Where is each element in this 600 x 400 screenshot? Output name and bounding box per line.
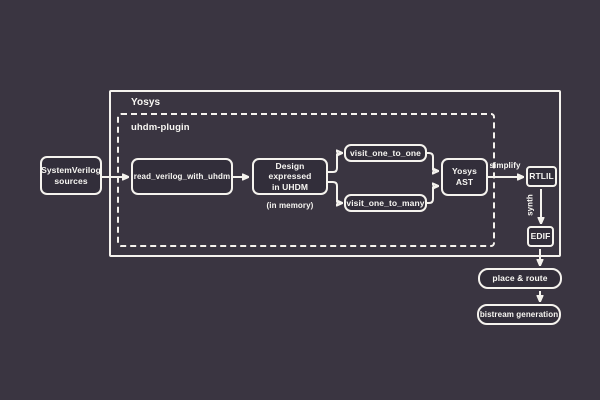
yosys-container-label: Yosys [131,97,161,108]
in-memory-note: (in memory) [266,201,314,210]
visit-one-to-one-node: visit_one_to_one [344,144,427,162]
yosys-container: Yosys [109,90,561,257]
read-verilog-with-uhdm-node: read_verilog_with_uhdm [131,158,233,195]
uhdm-plugin-container-label: uhdm-plugin [131,122,190,133]
bistream-generation-node: bistream generation [477,304,561,325]
place-and-route-node: place & route [478,268,562,289]
rtlil-node: RTLIL [526,166,557,187]
design-expressed-in-uhdm-node: Design expressed in UHDM [252,158,328,195]
edif-node: EDIF [527,226,554,247]
synth-edge-label: synth [525,194,535,216]
uhdm-plugin-container: uhdm-plugin [117,113,495,247]
visit-one-to-many-node: visit_one_to_many [344,194,427,212]
simplify-edge-label: simplify [489,161,521,170]
systemverilog-sources-node: SystemVerilog sources [40,156,102,195]
yosys-ast-node: Yosys AST [441,158,488,196]
